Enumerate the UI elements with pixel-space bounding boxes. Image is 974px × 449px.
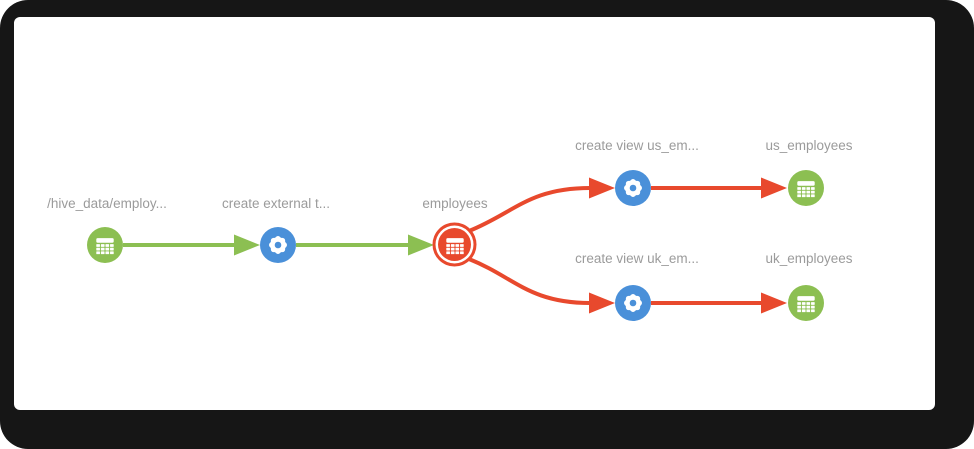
edge-employees-to-create-view-us <box>468 177 615 233</box>
edge-hive-to-create-external <box>123 234 260 256</box>
node-create-view-uk[interactable] <box>615 285 651 321</box>
edge-create-view-us-to-us-employees <box>651 177 787 199</box>
node-create-external-table[interactable] <box>260 227 296 263</box>
gear-icon <box>624 179 642 197</box>
gear-icon <box>269 236 287 254</box>
node-label-create-view-us: create view us_em... <box>575 138 699 153</box>
edge-create-external-to-employees <box>296 234 434 256</box>
node-label-hive-data-path: /hive_data/employ... <box>47 196 167 211</box>
node-create-view-us[interactable] <box>615 170 651 206</box>
arrowhead-icon <box>761 292 787 314</box>
node-label-employees: employees <box>422 196 488 211</box>
table-icon <box>797 296 815 313</box>
node-employees[interactable] <box>438 228 471 261</box>
gear-icon <box>624 294 642 312</box>
table-icon <box>797 181 815 198</box>
table-icon <box>96 238 114 255</box>
node-label-us-employees: us_employees <box>765 138 853 153</box>
arrowhead-icon <box>589 177 615 199</box>
lineage-canvas[interactable]: /hive_data/employ... create external t..… <box>14 17 935 410</box>
arrowhead-icon <box>234 234 260 256</box>
edges-layer <box>123 177 787 314</box>
table-icon <box>445 237 464 254</box>
node-hive-data-path[interactable] <box>87 227 123 263</box>
node-label-create-view-uk: create view uk_em... <box>575 251 699 266</box>
node-label-create-external-table: create external t... <box>221 196 331 211</box>
edge-create-view-uk-to-uk-employees <box>651 292 787 314</box>
edge-employees-to-create-view-uk <box>468 257 615 314</box>
arrowhead-icon <box>589 292 615 314</box>
arrowhead-icon <box>408 234 434 256</box>
node-uk-employees[interactable] <box>788 285 824 321</box>
node-label-uk-employees: uk_employees <box>765 251 853 266</box>
arrowhead-icon <box>761 177 787 199</box>
node-us-employees[interactable] <box>788 170 824 206</box>
